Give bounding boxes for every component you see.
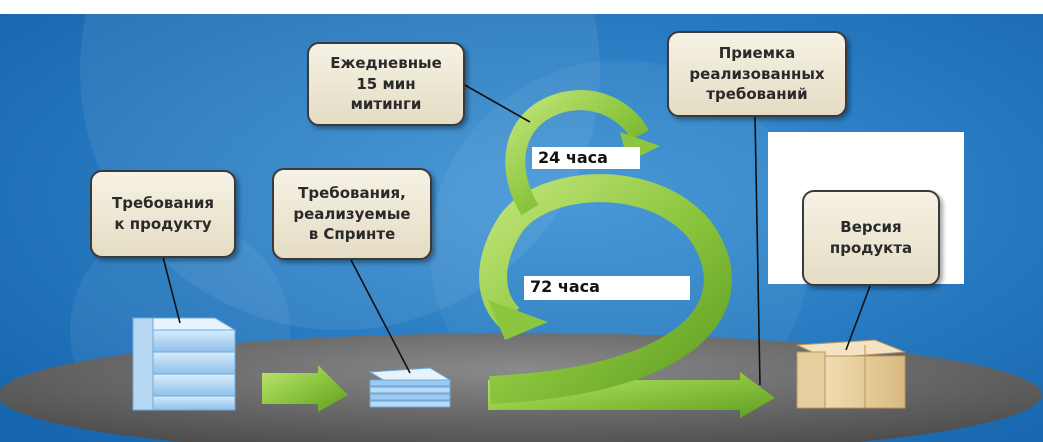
daily-meetings-label: Ежедневные 15 мин митинги bbox=[330, 53, 442, 114]
daily-meetings-callout: Ежедневные 15 мин митинги bbox=[307, 42, 465, 126]
sprint-backlog-callout: Требования, реализуемые в Спринте bbox=[272, 168, 432, 260]
top-strip bbox=[0, 0, 1043, 14]
callout-pointers bbox=[162, 83, 871, 386]
sprint-backlog-stack bbox=[368, 367, 452, 408]
product-backlog-callout: Требования к продукту bbox=[90, 170, 236, 258]
backlog-transfer-arrow bbox=[262, 365, 348, 412]
release-callout: Версия продукта bbox=[802, 190, 940, 286]
sprint-backlog-label: Требования, реализуемые в Спринте bbox=[293, 183, 411, 244]
daily-cycle-arrow bbox=[505, 90, 649, 216]
sprint-cycle-label: 72 часа bbox=[524, 276, 690, 300]
daily-cycle-label: 24 часа bbox=[532, 147, 640, 169]
release-label: Версия продукта bbox=[829, 218, 913, 257]
acceptance-callout: Приемка реализованных требований bbox=[667, 31, 847, 117]
product-backlog-cubes bbox=[131, 317, 237, 411]
product-backlog-label: Требования к продукту bbox=[111, 194, 215, 233]
sprint-cycle-arrow bbox=[479, 174, 732, 404]
acceptance-label: Приемка реализованных требований bbox=[689, 43, 825, 104]
sprint-cycle-arrowhead bbox=[488, 300, 548, 340]
product-box bbox=[796, 339, 906, 409]
